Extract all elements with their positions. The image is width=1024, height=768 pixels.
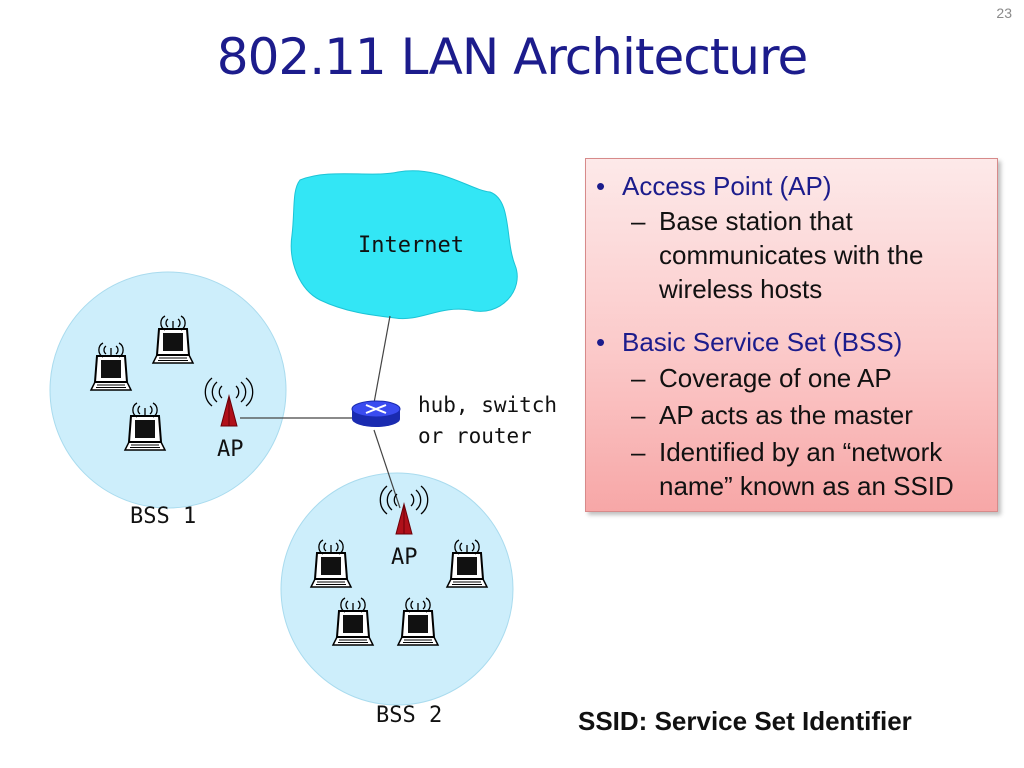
slide-title: 802.11 LAN Architecture [216,28,808,86]
internet-cloud [290,170,518,320]
bss1-coverage-area [49,271,287,509]
slide-number: 23 [996,5,1012,21]
bullet-access-point: • Access Point (AP) [596,171,832,202]
bss2-label: BSS 2 [376,703,442,728]
link-router-internet [373,315,391,404]
sub-bullet-text: Coverage of one AP [659,363,892,393]
bss1-label: BSS 1 [130,504,196,529]
sub-bullet-text: AP acts as the master [659,400,913,430]
sub-bullet-dash: – [631,400,646,430]
sub-bullet-text: Base station that [659,206,853,236]
sub-bullet-master: –AP acts as the master [631,398,913,432]
sub-bullet-dash: – [631,437,646,467]
sub-bullet-dash: – [631,363,646,393]
sub-bullet-ssid: –Identified by an “network name” known a… [631,435,954,503]
internet-label: Internet [358,233,464,258]
bullet-dot: • [596,171,606,201]
sub-bullet-text: Identified by an “network [659,437,943,467]
info-box: •Access Point (AP) –Base station that co… [585,158,998,512]
sub-bullet-base-station: –Base station that communicates with the… [631,204,923,306]
bullet-access-point-text: Access Point (AP) [622,171,832,201]
ssid-definition: SSID: Service Set Identifier [578,706,912,736]
ap1-label: AP [217,437,244,462]
sub-bullet-dash: – [631,206,646,236]
hub-label-line1: hub, switch [418,393,557,417]
bullet-bss: • Basic Service Set (BSS) [596,327,902,358]
bss2-coverage-area [280,472,514,706]
bullet-dot: • [596,327,606,357]
sub-bullet-text: name” known as an SSID [659,471,954,501]
sub-bullet-coverage: –Coverage of one AP [631,361,892,395]
sub-bullet-text: communicates with the [659,240,924,270]
router-icon [351,400,401,427]
bullet-bss-text: Basic Service Set (BSS) [622,327,903,357]
hub-label-line2: or router [418,424,532,448]
sub-bullet-text: wireless hosts [659,274,823,304]
ap2-label: AP [391,545,418,570]
